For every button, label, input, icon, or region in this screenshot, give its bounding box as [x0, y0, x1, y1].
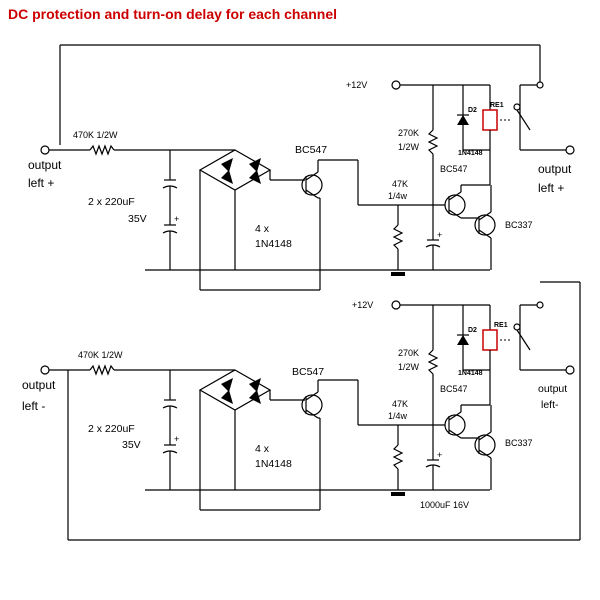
- base-resistor-power: 1/4w: [388, 191, 408, 201]
- input-label-bottom: output: [22, 378, 56, 392]
- supply-label: +12V: [352, 300, 373, 310]
- bias-resistor-power: 1/2W: [398, 142, 420, 152]
- output-label-sub: left +: [538, 181, 564, 195]
- input-label-top-sub: left +: [28, 176, 54, 190]
- transistor2-label: BC547: [440, 164, 468, 174]
- transistor2-label: BC547: [440, 384, 468, 394]
- output-label-sub: left-: [541, 399, 559, 411]
- diode-part: 1N4148: [458, 370, 483, 377]
- bias-resistor-power: 1/2W: [398, 362, 420, 372]
- bias-resistor: 270K: [398, 348, 419, 358]
- transistor3-label: BC337: [505, 438, 533, 448]
- circuit-left-plus: output left + 470K 1/2W 2 x 220uF 35V BC…: [28, 44, 575, 291]
- relay-name: RE1: [494, 322, 508, 329]
- supply-label: +12V: [346, 80, 367, 90]
- capacitors-voltage: 35V: [122, 439, 141, 451]
- output-label: output: [538, 162, 572, 176]
- base-resistor-power: 1/4w: [388, 411, 408, 421]
- diode-name: D2: [468, 107, 477, 114]
- circuit-left-minus: output left - 470K 1/2W 2 x 220uF 35V BC…: [22, 281, 581, 541]
- transistor1-label: BC547: [295, 144, 327, 156]
- input-label-top: output: [28, 158, 62, 172]
- input-label-bottom-sub: left -: [22, 399, 45, 413]
- relay-name: RE1: [490, 102, 504, 109]
- delay-cap-label: 1000uF 16V: [420, 500, 469, 510]
- input-resistor-label: 470K 1/2W: [78, 350, 123, 360]
- base-resistor: 47K: [392, 179, 408, 189]
- capacitors-voltage: 35V: [128, 213, 147, 225]
- transistor1-label: BC547: [292, 366, 324, 378]
- diode-part: 1N4148: [458, 150, 483, 157]
- bridge-part: 1N4148: [255, 458, 292, 470]
- transistor3-label: BC337: [505, 220, 533, 230]
- bridge-part: 1N4148: [255, 238, 292, 250]
- capacitors-label: 2 x 220uF: [88, 423, 135, 435]
- bridge-label: 4 x: [255, 223, 270, 235]
- bridge-label: 4 x: [255, 443, 270, 455]
- base-resistor: 47K: [392, 399, 408, 409]
- output-label: output: [538, 383, 567, 395]
- capacitors-label: 2 x 220uF: [88, 196, 135, 208]
- diagram-title: DC protection and turn-on delay for each…: [8, 6, 338, 22]
- diode-name: D2: [468, 327, 477, 334]
- input-resistor-label: 470K 1/2W: [73, 130, 118, 140]
- bias-resistor: 270K: [398, 128, 419, 138]
